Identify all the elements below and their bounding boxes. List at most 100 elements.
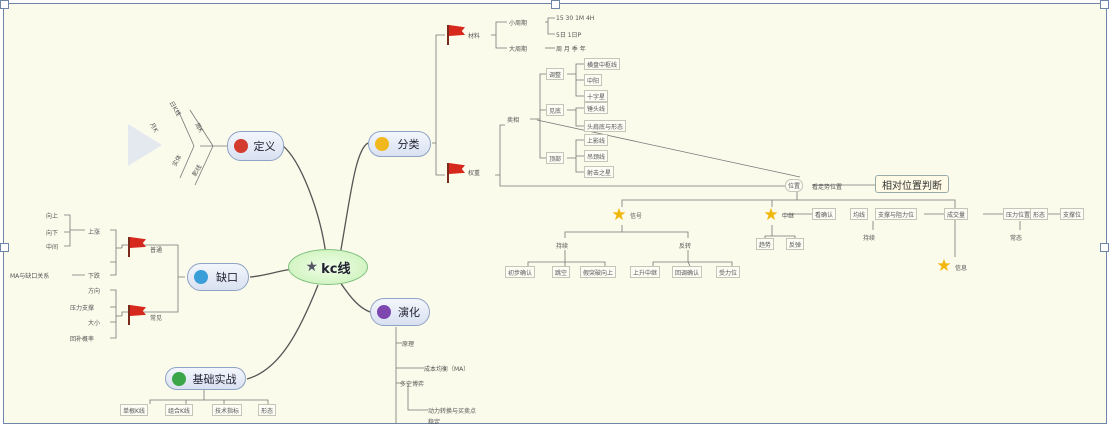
small-period-item[interactable]: 15 30 1M 4H (556, 14, 595, 22)
branch-gap-label: 缺口 (216, 271, 238, 284)
branch-practice[interactable]: 基础实战 (165, 367, 246, 390)
position-branch[interactable]: 持续 (863, 234, 876, 242)
connector-classify-type (432, 34, 445, 144)
evolve-item[interactable]: 原理 (402, 340, 415, 348)
connector-b1-leaves (527, 250, 606, 266)
effect-item[interactable]: 锤头线 (584, 102, 609, 114)
gap-item[interactable]: 向下 (46, 229, 59, 237)
branch-define-label: 定义 (253, 140, 276, 153)
branch-classify-label: 分类 (397, 138, 420, 151)
connector-define (282, 145, 327, 256)
branch-classify[interactable]: 分类 (368, 131, 431, 157)
info-node[interactable]: 信息 (955, 264, 968, 272)
resize-handle-top[interactable] (551, 0, 560, 9)
effect-group[interactable]: 调整 (546, 68, 565, 80)
effect-item[interactable]: 十字星 (584, 90, 609, 102)
connector-callout-pointer (536, 119, 801, 178)
gap-item[interactable]: 方向 (88, 287, 101, 295)
signal-leaf[interactable]: 上升中继 (630, 266, 661, 278)
signal-branch[interactable]: 反转 (679, 242, 692, 250)
practice-item[interactable]: 技术指标 (212, 404, 243, 416)
red-flag-icon (128, 305, 146, 325)
central-topic-label: kc线 (321, 261, 351, 277)
branch-bullet-icon (194, 270, 208, 284)
central-topic[interactable]: ★ kc线 (288, 249, 368, 285)
large-period[interactable]: 大周期 (509, 45, 528, 53)
callout-pointer-label: 看走势位置 (812, 183, 843, 191)
relay-node[interactable]: 中继 (782, 212, 795, 220)
classify-type-label[interactable]: 材料 (468, 32, 481, 40)
signal-leaf[interactable]: 跳空 (552, 266, 571, 278)
large-period-item[interactable]: 周 月 季 年 (556, 45, 586, 53)
connector-hub-groups (530, 73, 546, 159)
position-item[interactable]: 支撑与阻力位 (875, 208, 918, 220)
gap-item[interactable]: 下跌 (88, 272, 101, 280)
connector-effect-children (495, 124, 785, 187)
resize-handle-left[interactable] (0, 243, 9, 252)
connector-gap-subs (121, 244, 185, 316)
position-hub[interactable]: 位置 (785, 179, 804, 192)
gap-item[interactable]: 上涨 (88, 228, 101, 236)
signal-leaf[interactable]: 初步确认 (505, 266, 536, 278)
effect-item[interactable]: 射击之星 (584, 166, 615, 178)
gap-item[interactable]: 大小 (88, 319, 101, 327)
gap-item[interactable]: MA与缺口关系 (10, 272, 50, 280)
connector-group1-items (567, 63, 584, 97)
gap-sub[interactable]: 普通 (150, 246, 163, 254)
classify-effect-label[interactable]: 权重 (468, 169, 481, 177)
branch-define[interactable]: 定义 (227, 131, 284, 161)
signal-branch[interactable]: 持续 (556, 242, 569, 250)
relay-branch[interactable]: 趋势 (756, 238, 775, 250)
position-item[interactable]: 形态 (1030, 208, 1049, 220)
relay-branch[interactable]: 反弹 (786, 238, 805, 250)
gap-item[interactable]: 回补概率 (70, 335, 95, 343)
effect-item[interactable]: 吊颈线 (584, 150, 609, 162)
relative-position-callout[interactable]: 相对位置判断 (875, 175, 949, 193)
branch-bullet-icon (234, 139, 248, 153)
effect-item[interactable]: 中阳 (584, 74, 603, 86)
evolve-item[interactable]: 多空博弈 (400, 380, 425, 388)
connector-practice-children (149, 390, 269, 404)
position-branch[interactable]: 常态 (1010, 234, 1023, 242)
practice-item[interactable]: 组合K线 (165, 404, 193, 416)
branch-practice-label: 基础实战 (192, 372, 237, 386)
resize-handle-top-right[interactable] (1100, 0, 1109, 9)
resize-handle-top-left[interactable] (0, 0, 9, 9)
connector-b2-leaves (652, 250, 733, 267)
effect-item[interactable]: 上影线 (584, 134, 609, 146)
evolve-item[interactable]: 成本均衡（MA） (424, 365, 470, 373)
effect-group[interactable]: 顶部 (546, 152, 565, 164)
position-item[interactable]: 成交量 (944, 208, 969, 220)
connector-group3-items (567, 139, 584, 173)
position-item[interactable]: 看确认 (812, 208, 837, 220)
practice-item[interactable]: 单根K线 (120, 404, 148, 416)
gap-sub[interactable]: 常见 (150, 314, 163, 322)
signal-leaf[interactable]: 受力位 (716, 266, 741, 278)
gap-item[interactable]: 中间 (46, 243, 59, 251)
small-period-item[interactable]: 5日 1日P (556, 31, 582, 39)
gap-item[interactable]: 向上 (46, 212, 59, 220)
small-period[interactable]: 小周期 (509, 19, 528, 27)
star-icon: ★ (611, 205, 627, 225)
effect-group[interactable]: 见底 (546, 104, 565, 116)
evolve-item[interactable]: 稳定 (428, 418, 441, 424)
gap-item[interactable]: 压力支撑 (70, 304, 95, 312)
effect-hub[interactable]: 卖相 (507, 116, 520, 124)
position-item[interactable]: 均线 (850, 208, 869, 220)
branch-gap[interactable]: 缺口 (187, 263, 249, 291)
signal-leaf[interactable]: 假突破向上 (580, 266, 617, 278)
position-item[interactable]: 压力位置 (1003, 208, 1034, 220)
effect-item[interactable]: 头肩底与形态 (584, 120, 627, 132)
connector-gap-upper (64, 214, 122, 276)
signal-leaf[interactable]: 回调确认 (672, 266, 703, 278)
signal-node[interactable]: 信号 (630, 212, 643, 220)
evolve-item[interactable]: 动力转换与买卖点 (428, 407, 477, 415)
position-item[interactable]: 支撑位 (1060, 208, 1085, 220)
practice-item[interactable]: 形态 (258, 404, 277, 416)
branch-evolve[interactable]: 演化 (370, 298, 430, 326)
effect-item[interactable]: 横盘中枢线 (584, 58, 621, 70)
connector-side-branches (872, 221, 1021, 230)
resize-handle-right[interactable] (1100, 243, 1109, 252)
